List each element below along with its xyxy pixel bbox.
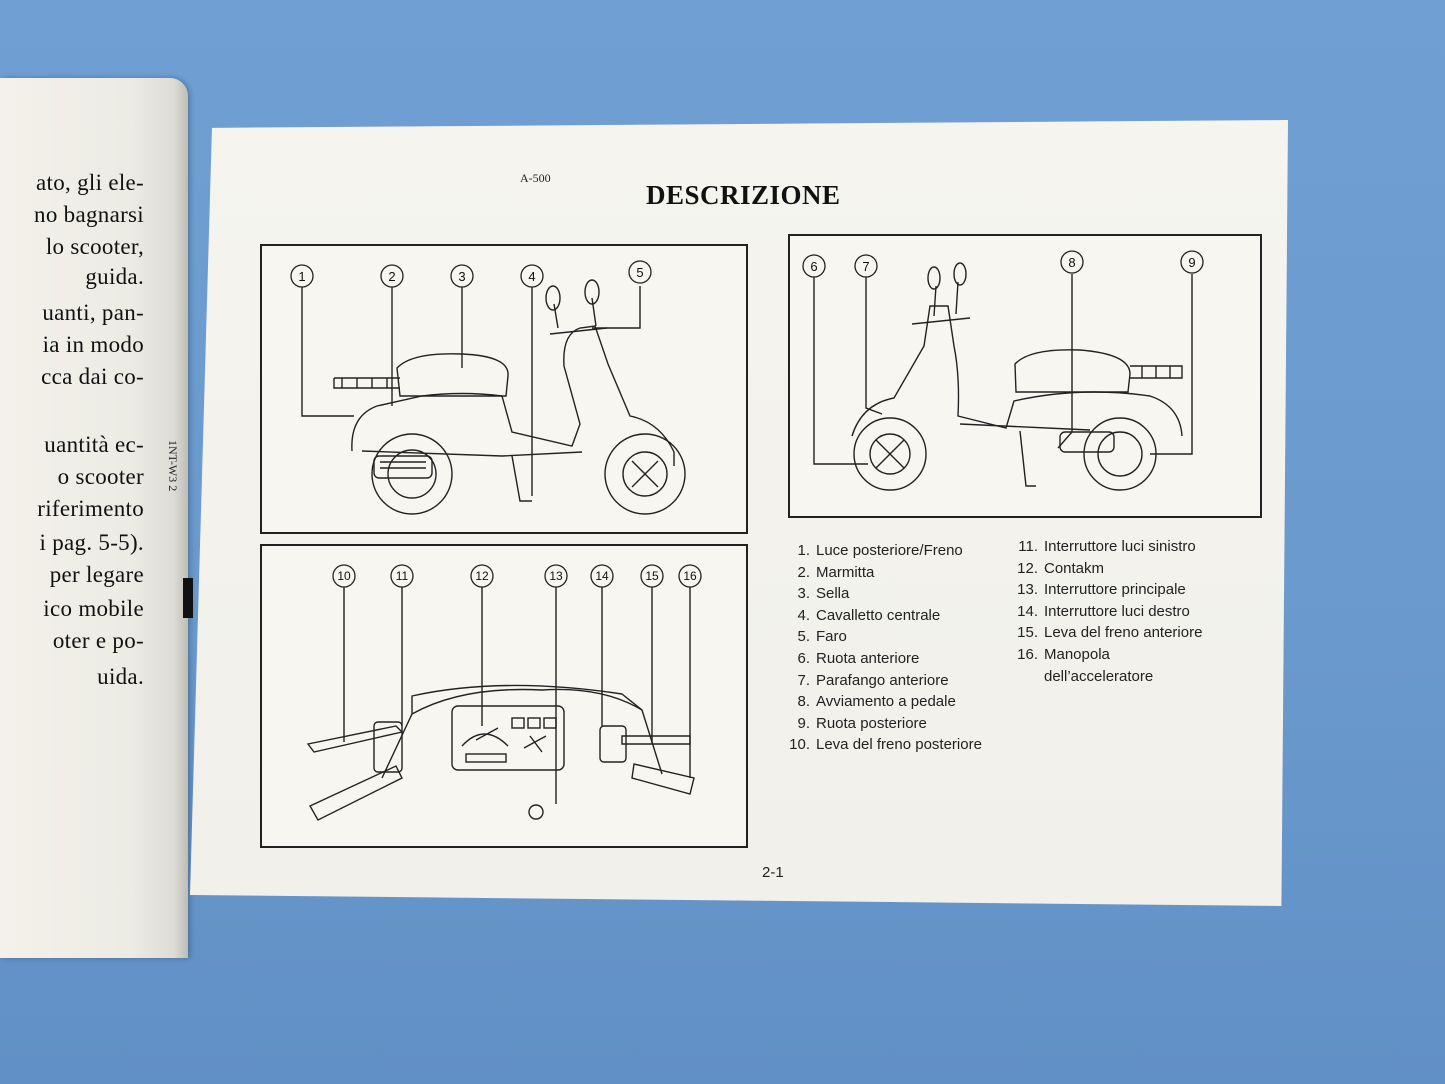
- left-text-line: no bagnarsi: [34, 202, 144, 227]
- callout-5: 5: [636, 265, 643, 280]
- legend-item: 15.Leva del freno anteriore: [1017, 624, 1203, 642]
- legend-item: 13.Interruttore principale: [1017, 581, 1186, 599]
- left-text-line: uanti, pan-: [42, 300, 144, 325]
- section-tab: [183, 578, 193, 618]
- left-text-line: lo scooter,: [45, 234, 144, 259]
- scooter-left-view-figure: 1 2 3 4 5: [260, 244, 748, 534]
- handlebar-drawing: 10 11 12 13 14 15 16: [306, 564, 702, 821]
- left-text-line: ato, gli ele-: [36, 170, 144, 195]
- legend-item: 11.Interruttore luci sinistro: [1018, 538, 1196, 555]
- callout-1: 1: [298, 269, 305, 284]
- callout-8: 8: [1068, 255, 1075, 270]
- legend-item: 10.Leva del freno posteriore: [789, 736, 982, 754]
- page-number: 2-1: [762, 864, 784, 881]
- callout-12: 12: [475, 569, 489, 583]
- page-title: DESCRIZIONE: [646, 180, 841, 210]
- callout-16: 16: [683, 569, 697, 583]
- left-text-line: oter e po-: [52, 628, 144, 653]
- legend-item: 5.Faro: [797, 628, 847, 646]
- left-text-line: ia in modo: [42, 332, 144, 357]
- left-text-line: ico mobile: [43, 596, 144, 621]
- callout-10: 10: [337, 569, 351, 583]
- left-text-line: i pag. 5-5).: [39, 530, 144, 555]
- left-text-line: riferimento: [37, 496, 144, 521]
- callout-13: 13: [549, 569, 563, 583]
- left-text-line: guida.: [85, 264, 144, 289]
- legend-item: 8.Avviamento a pedale: [797, 693, 956, 711]
- callout-7: 7: [862, 259, 869, 274]
- legend-item: 2.Marmitta: [797, 563, 875, 581]
- legend-item: 14.Interruttore luci destro: [1017, 602, 1190, 620]
- legend-item: 7.Parafango anteriore: [797, 671, 949, 689]
- callout-6: 6: [810, 259, 817, 274]
- left-text-line: per legare: [49, 562, 144, 587]
- callout-9: 9: [1188, 255, 1195, 270]
- callout-2: 2: [388, 269, 395, 284]
- callout-4: 4: [528, 269, 535, 284]
- legend-item: 4.Cavalletto centrale: [797, 606, 941, 624]
- legend-item: 9.Ruota posteriore: [797, 714, 927, 732]
- legend-item: 6.Ruota anteriore: [797, 649, 920, 667]
- scooter-right-view-drawing: 6 7 8 9: [802, 250, 1204, 491]
- legend-item: 3.Sella: [797, 585, 850, 603]
- scooter-right-view-figure: 6 7 8 9: [788, 234, 1262, 518]
- scooter-left-view-drawing: 1 2 3 4 5: [290, 260, 686, 515]
- legend-right-column: 11.Interruttore luci sinistro 12.Contakm…: [1008, 536, 1202, 687]
- callout-3: 3: [458, 269, 465, 284]
- handlebar-figure: 10 11 12 13 14 15 16: [260, 544, 748, 848]
- page-code: A-500: [520, 171, 551, 185]
- callout-11: 11: [396, 569, 409, 583]
- callout-15: 15: [645, 569, 659, 583]
- legend-item: 16.Manopola: [1017, 645, 1110, 663]
- left-text-line: o scooter: [57, 464, 144, 489]
- left-page: ato, gli ele- no bagnarsi lo scooter, gu…: [0, 78, 188, 958]
- legend-item: 12.Contakm: [1017, 559, 1105, 577]
- callout-14: 14: [595, 569, 609, 583]
- left-text-line: uida.: [97, 664, 144, 689]
- legend-item-continuation: dell’acceleratore: [1044, 667, 1154, 685]
- legend-item: 1.Luce posteriore/Freno: [797, 542, 963, 559]
- left-text-line: uantità ec-: [44, 432, 144, 457]
- side-code: 1NT-W3 2: [166, 440, 180, 492]
- legend-left-column: 1.Luce posteriore/Freno 2.Marmitta 3.Sel…: [780, 540, 982, 756]
- page-gutter: [174, 78, 188, 958]
- right-page: A-500 DESCRIZIONE: [190, 120, 1288, 906]
- left-text-line: cca dai co-: [41, 364, 144, 389]
